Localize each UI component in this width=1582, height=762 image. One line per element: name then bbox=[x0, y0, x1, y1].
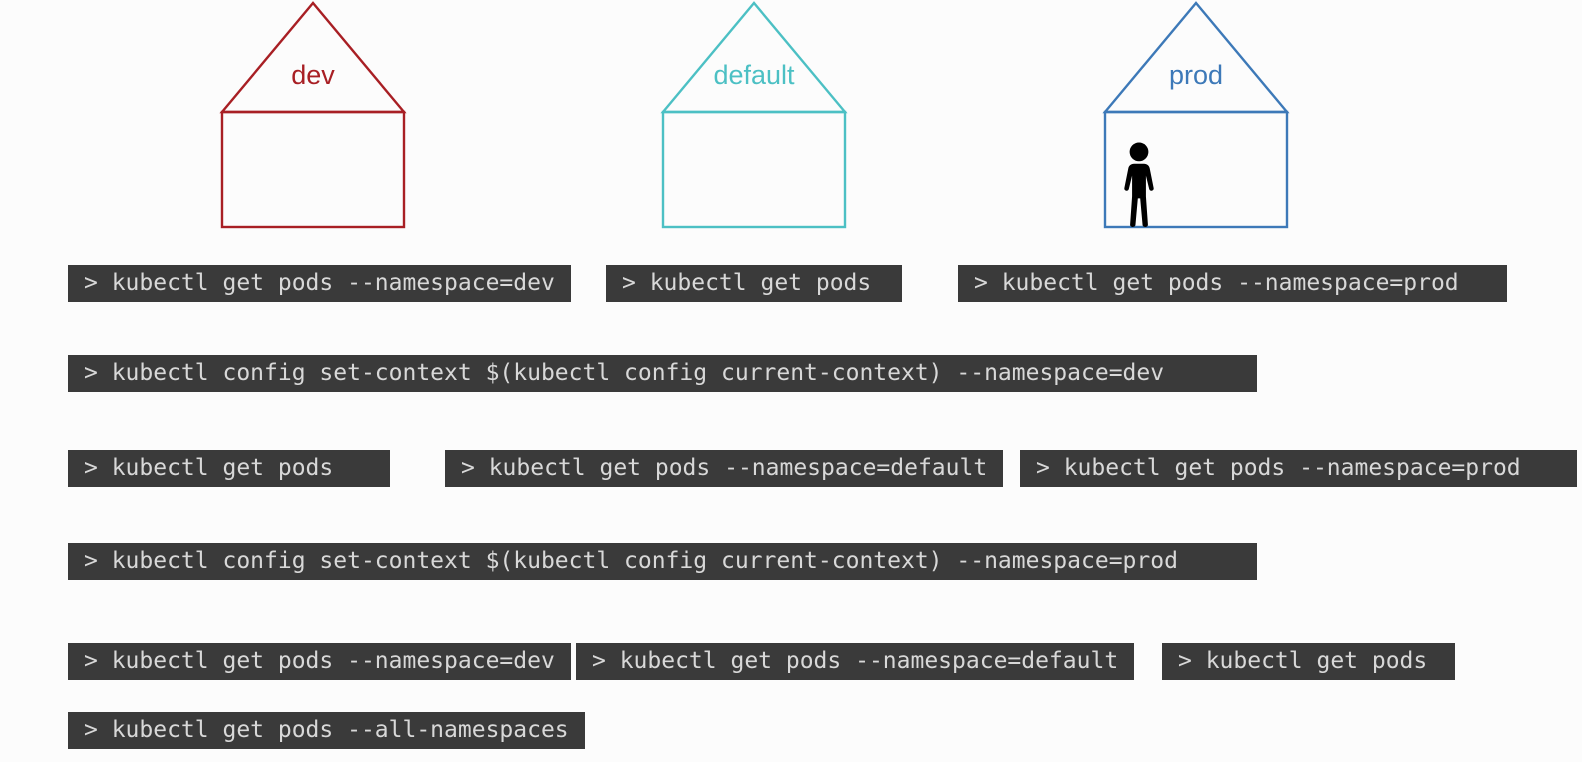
command-get-pods-ns-prod: > kubectl get pods --namespace=prod bbox=[1020, 450, 1577, 487]
command-set-context-ns-dev: > kubectl config set-context $(kubectl c… bbox=[68, 355, 1257, 392]
command-get-pods-ns-dev: > kubectl get pods --namespace=dev bbox=[68, 643, 571, 680]
command-get-pods-ns-prod: > kubectl get pods --namespace=prod bbox=[958, 265, 1507, 302]
namespace-label-prod: prod bbox=[1168, 60, 1224, 90]
namespace-house-default: default bbox=[660, 0, 848, 230]
command-get-pods-ns-dev: > kubectl get pods --namespace=dev bbox=[68, 265, 571, 302]
house-outline-prod bbox=[1102, 1, 1290, 229]
command-set-context-ns-prod: > kubectl config set-context $(kubectl c… bbox=[68, 543, 1257, 580]
command-get-pods: > kubectl get pods bbox=[68, 450, 390, 487]
command-get-pods-all-namespaces: > kubectl get pods --all-namespaces bbox=[68, 712, 585, 749]
person-icon bbox=[1118, 142, 1160, 229]
house-outline-default bbox=[660, 1, 848, 229]
namespace-house-dev: dev bbox=[219, 0, 407, 230]
namespace-label-default: default bbox=[713, 60, 795, 90]
namespace-house-prod: prod bbox=[1102, 0, 1290, 230]
house-outline-dev bbox=[219, 1, 407, 229]
command-get-pods-ns-default: > kubectl get pods --namespace=default bbox=[576, 643, 1135, 680]
namespace-label-dev: dev bbox=[291, 60, 335, 90]
command-get-pods: > kubectl get pods bbox=[1162, 643, 1455, 680]
command-get-pods-ns-default: > kubectl get pods --namespace=default bbox=[445, 450, 1004, 487]
command-get-pods: > kubectl get pods bbox=[606, 265, 902, 302]
